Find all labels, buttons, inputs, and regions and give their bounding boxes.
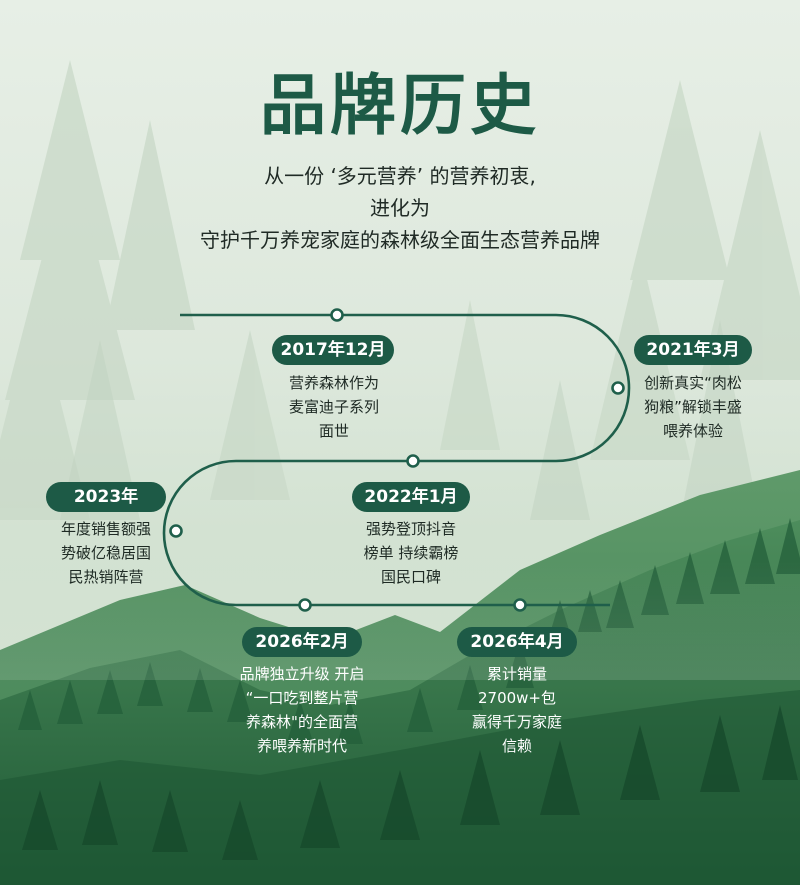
milestone-text-line: 2700w+包 [477, 689, 556, 707]
milestone-date-badge: 2026年4月 [457, 627, 577, 657]
milestone-description: 品牌独立升级 开启 “一口吃到整片营 养森林"的全面营 养喂养新时代 [212, 662, 392, 758]
milestone-date-badge: 2026年2月 [242, 627, 362, 657]
subtitle: 从一份 ‘多元营养’ 的营养初衷, 进化为 守护千万养宠家庭的森林级全面生态营养… [0, 160, 800, 256]
milestone-date-badge: 2017年12月 [272, 335, 394, 365]
milestone-text-line: “一口吃到整片营 [245, 689, 359, 707]
page-title: 品牌历史 [260, 67, 540, 144]
milestone-text-line: 面世 [318, 422, 349, 440]
subtitle-line: 从一份 ‘多元营养’ 的营养初衷, [264, 164, 536, 188]
milestone-text-line: 养森林"的全面营 [246, 713, 358, 731]
timeline-node [298, 598, 312, 612]
milestone-text-line: 强势登顶抖音 [365, 520, 456, 538]
timeline [162, 308, 631, 612]
timeline-node [330, 308, 344, 322]
milestone-text-line: 狗粮”解锁丰盛 [644, 398, 742, 416]
milestone-text-line: 品牌独立升级 开启 [239, 665, 365, 683]
timeline-node [406, 454, 420, 468]
milestone-date-badge: 2022年1月 [352, 482, 470, 512]
timeline-node [169, 524, 183, 538]
milestone-date-badge: 2023年 [46, 482, 166, 512]
milestone-text-line: 创新真实“肉松 [644, 374, 742, 392]
milestone-text-line: 榜单 持续霸榜 [363, 544, 459, 562]
milestone-text-line: 民热销阵营 [68, 568, 144, 586]
milestone-text-line: 麦富迪子系列 [288, 398, 379, 416]
milestone-text-line: 信赖 [501, 737, 532, 755]
milestone-text-line: 养喂养新时代 [256, 737, 347, 755]
milestone-text-line: 赢得千万家庭 [471, 713, 562, 731]
milestone-description: 创新真实“肉松 狗粮”解锁丰盛 喂养体验 [628, 371, 758, 443]
milestone-description: 年度销售额强 势破亿稳居国 民热销阵营 [36, 517, 176, 589]
milestone-text-line: 年度销售额强 [60, 520, 151, 538]
timeline-node [513, 598, 527, 612]
milestone-date-badge: 2021年3月 [634, 335, 752, 365]
milestone-text-line: 营养森林作为 [288, 374, 379, 392]
misty-trees [0, 60, 800, 520]
subtitle-line: 进化为 [370, 196, 430, 220]
milestone-description: 营养森林作为 麦富迪子系列 面世 [254, 371, 414, 443]
milestone-text-line: 累计销量 [486, 665, 547, 683]
milestone-description: 强势登顶抖音 榜单 持续霸榜 国民口碑 [334, 517, 488, 589]
timeline-node [611, 381, 625, 395]
milestone-text-line: 国民口碑 [380, 568, 441, 586]
milestone-text-line: 势破亿稳居国 [60, 544, 151, 562]
subtitle-line: 守护千万养宠家庭的森林级全面生态营养品牌 [200, 228, 600, 252]
timeline-path [162, 313, 631, 607]
milestone-description: 累计销量 2700w+包 赢得千万家庭 信赖 [442, 662, 592, 758]
milestone-text-line: 喂养体验 [662, 422, 723, 440]
